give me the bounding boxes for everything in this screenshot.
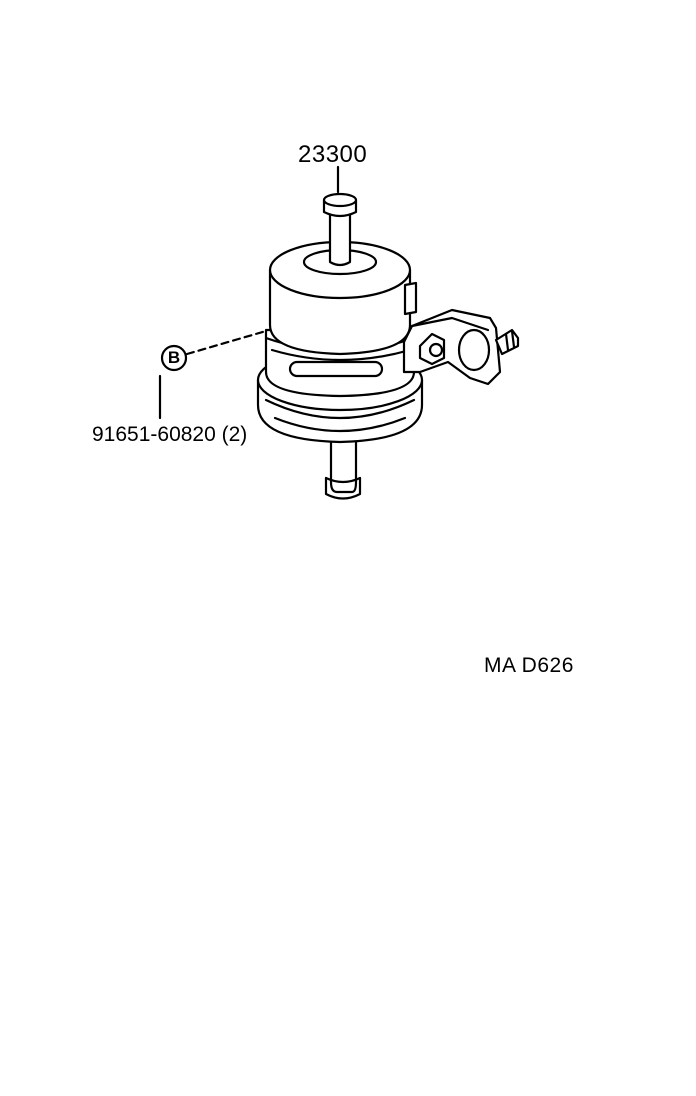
filter-body bbox=[268, 240, 412, 356]
mounting-bracket bbox=[402, 281, 520, 386]
top-pipe bbox=[322, 192, 358, 267]
leader-callout-dashed bbox=[185, 329, 268, 356]
callout-letter: B bbox=[167, 348, 181, 367]
diagram-reference-code: MA D626 bbox=[484, 654, 574, 677]
part-number-bolt: 91651-60820 (2) bbox=[92, 423, 248, 446]
bottom-pipe bbox=[324, 438, 362, 500]
part-number-filter: 23300 bbox=[298, 141, 368, 168]
callout-circle bbox=[160, 344, 188, 372]
